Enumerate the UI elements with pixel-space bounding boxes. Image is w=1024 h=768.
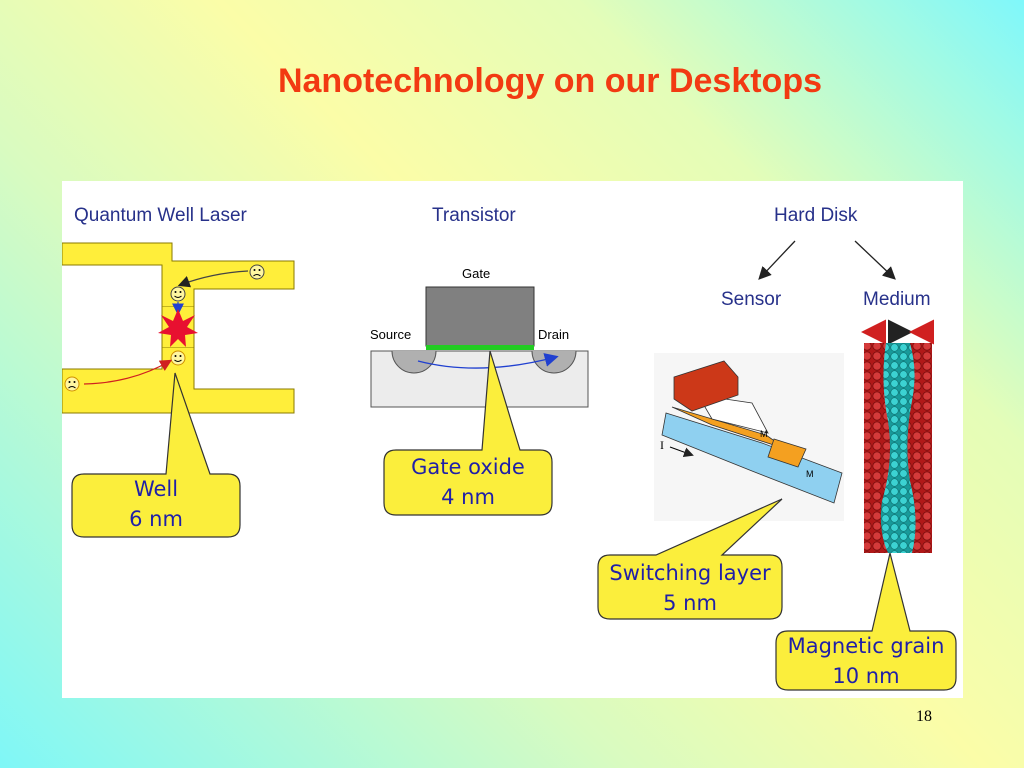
current-label: I <box>660 438 664 452</box>
diagram-panel: Quantum Well Laser <box>62 181 963 698</box>
magnetic-grain-callout: Magnetic grain 10 nm <box>775 552 957 691</box>
hole-frown-icon <box>64 376 80 392</box>
source-well <box>391 350 437 374</box>
magnetization-label-2: M <box>806 469 814 479</box>
magnetization-label-1: M <box>760 429 768 439</box>
well-callout: Well 6 nm <box>71 372 241 538</box>
electron-smile-icon <box>170 286 186 302</box>
hole-smile-icon <box>170 350 186 366</box>
gate-oxide-callout-line2: 4 nm <box>441 485 495 509</box>
magnetic-grain-callout-line1: Magnetic grain <box>788 634 945 658</box>
well-callout-line1: Well <box>134 477 178 501</box>
laser-heading: Quantum Well Laser <box>74 205 248 226</box>
channel-current-arrow <box>417 353 559 369</box>
medium-label: Medium <box>863 289 931 310</box>
photon-burst-icon <box>158 309 198 347</box>
magnetic-medium <box>864 343 932 553</box>
source-label: Source <box>370 327 411 342</box>
gate-label: Gate <box>462 266 490 281</box>
electron-arrow <box>177 270 249 288</box>
sensor-stack: I M M <box>654 353 844 521</box>
drain-label: Drain <box>538 327 569 342</box>
gate-oxide-callout-line1: Gate oxide <box>411 455 525 479</box>
magnetic-grain-callout-line2: 10 nm <box>832 664 899 688</box>
well-callout-line2: 6 nm <box>129 507 183 531</box>
medium-arrow <box>854 240 896 280</box>
transistor-structure: Gate Source Drain <box>370 266 589 408</box>
gate-block <box>425 286 535 347</box>
sensor-arrow <box>758 240 796 280</box>
gate-oxide-callout: Gate oxide 4 nm <box>383 350 553 516</box>
hard-disk-heading: Hard Disk <box>774 205 858 226</box>
current-arrow <box>669 446 694 457</box>
transistor-heading: Transistor <box>432 205 516 226</box>
gate-oxide-layer <box>426 345 534 350</box>
page-number: 18 <box>916 708 932 725</box>
electron-frown-icon <box>249 264 265 280</box>
switching-layer-callout-line2: 5 nm <box>663 591 717 615</box>
slide-title: Nanotechnology on our Desktops <box>277 62 823 100</box>
switching-layer-callout: Switching layer 5 nm <box>597 498 783 620</box>
hole-arrow <box>83 359 173 385</box>
diagram-canvas: Quantum Well Laser <box>62 205 957 691</box>
sensor-label: Sensor <box>721 289 782 310</box>
switching-layer-callout-line1: Switching layer <box>609 561 771 585</box>
